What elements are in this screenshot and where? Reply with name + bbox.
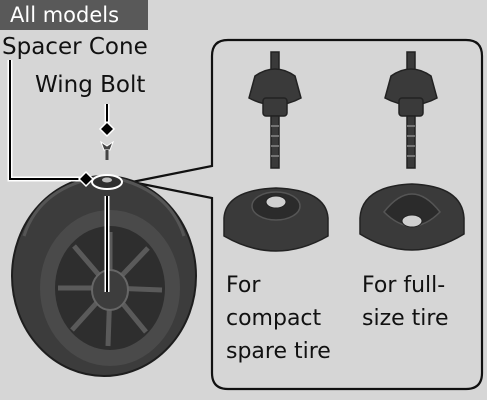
wing-bolt-small <box>99 140 115 160</box>
compact-caption-line2: compact <box>226 306 322 331</box>
spacer-cone-compact <box>223 187 329 252</box>
compact-caption-line3: spare tire <box>226 339 331 364</box>
compact-caption-line1: For <box>226 273 261 298</box>
fullsize-caption-line2: size tire <box>362 306 449 331</box>
spacer-cone-label: Spacer Cone <box>2 34 148 60</box>
wing-bolt-compact <box>248 51 302 169</box>
tire-illustration <box>11 174 197 377</box>
all-models-badge: All models <box>0 0 148 30</box>
fullsize-caption-line1: For full- <box>362 273 446 298</box>
spacer-cone-small <box>91 174 123 190</box>
leader-lines <box>7 60 116 292</box>
wing-bolt-label: Wing Bolt <box>35 72 146 98</box>
spacer-cone-fullsize <box>359 183 465 251</box>
wing-bolt-fullsize <box>384 51 438 169</box>
